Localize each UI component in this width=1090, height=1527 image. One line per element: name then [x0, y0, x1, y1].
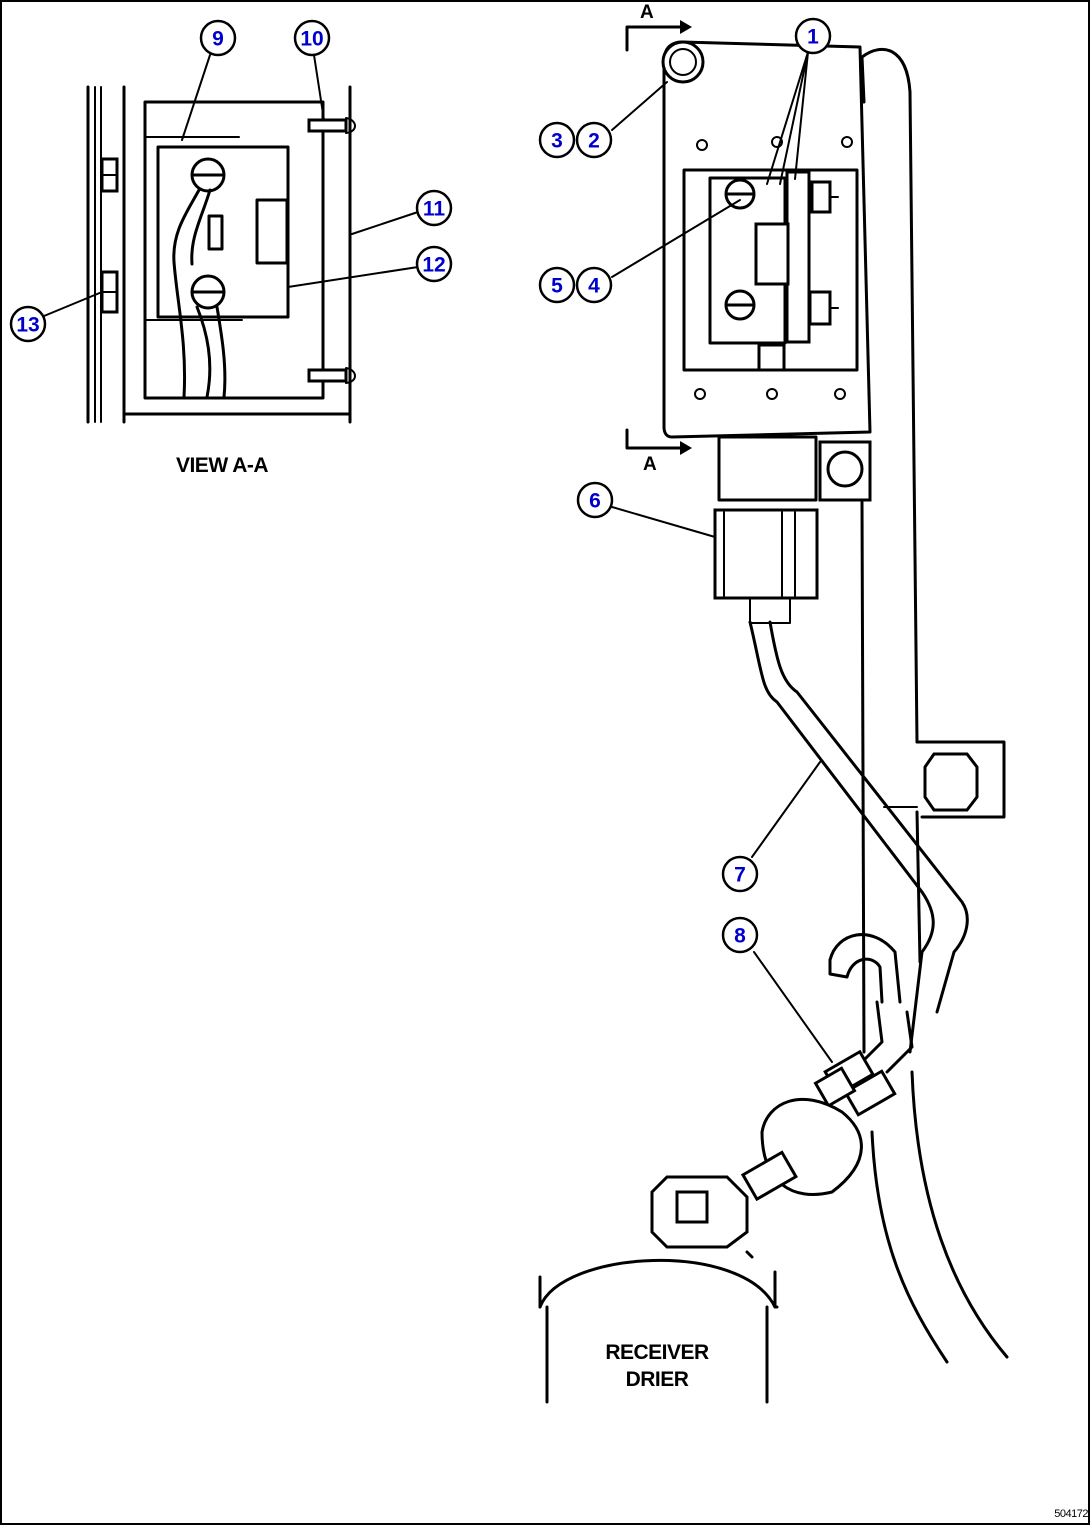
drawing-number: 504172: [1054, 1508, 1088, 1520]
callout-8: 8: [721, 916, 759, 954]
callout-5: 5: [538, 266, 576, 304]
callout-8-number: 8: [734, 925, 746, 948]
callout-6-number: 6: [589, 490, 601, 513]
callout-9-number: 9: [212, 28, 224, 51]
callout-7: 7: [721, 855, 759, 893]
callout-7-number: 7: [734, 864, 746, 887]
callout-12: 12: [415, 245, 453, 283]
callout-2-number: 2: [588, 130, 600, 153]
callout-1-number: 1: [807, 26, 819, 49]
callout-13-number: 13: [16, 314, 39, 337]
leader-lines: [43, 51, 833, 1063]
main-assembly: [538, 20, 1009, 1404]
callout-6: 6: [576, 481, 614, 519]
callout-2: 2: [575, 121, 613, 159]
callout-13: 13: [9, 305, 47, 343]
callout-3-number: 3: [551, 130, 563, 153]
view-label: VIEW A-A: [175, 454, 269, 477]
callout-11-number: 11: [423, 198, 446, 221]
section-marker-top: A: [640, 2, 654, 23]
callout-10: 10: [293, 19, 331, 57]
callout-1: 1: [794, 17, 832, 55]
view-a-a-detail: [86, 85, 356, 424]
callout-4-number: 4: [588, 275, 600, 298]
callout-3: 3: [538, 121, 576, 159]
callout-5-number: 5: [551, 275, 563, 298]
callout-12-number: 12: [422, 254, 445, 277]
callout-11: 11: [415, 189, 453, 227]
callout-10-number: 10: [300, 28, 323, 51]
receiver-drier-label: RECEIVER DRIER: [605, 1341, 709, 1391]
callout-4: 4: [575, 266, 613, 304]
section-marker-bottom: A: [643, 454, 657, 475]
callout-9: 9: [199, 19, 237, 57]
